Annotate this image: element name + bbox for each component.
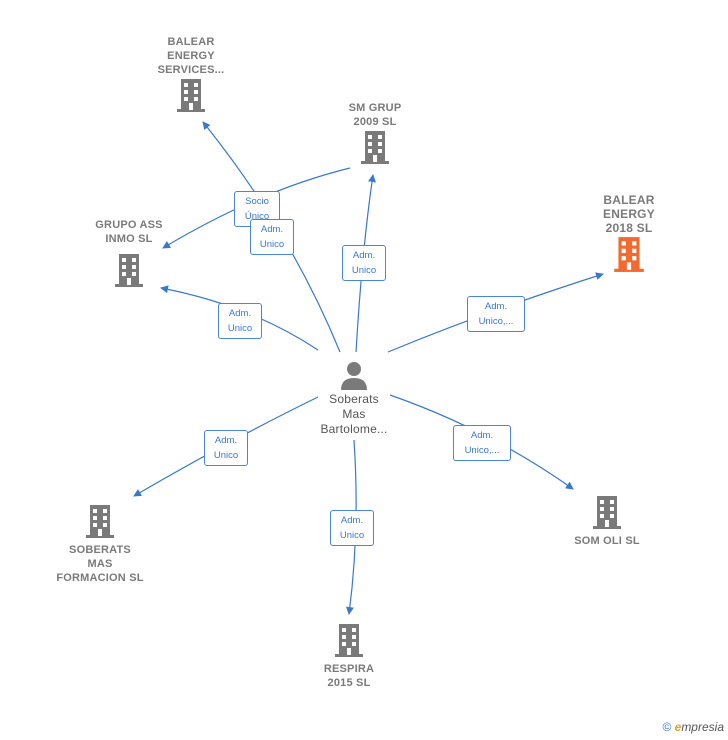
building-icon: [361, 131, 389, 164]
edge-label-adm-unico[interactable]: Adm. Unico: [330, 510, 374, 546]
edge-label-adm-unico[interactable]: Adm. Unico,...: [453, 425, 511, 461]
company-sm-grup[interactable]: SM GRUP 2009 SL: [330, 101, 420, 165]
company-soberats-mas-formacion[interactable]: SOBERATS MAS FORMACION SL: [50, 503, 150, 585]
company-balear-energy-2018[interactable]: BALEAR ENERGY 2018 SL: [586, 193, 672, 273]
company-balear-energy-services[interactable]: BALEAR ENERGY SERVICES...: [146, 35, 236, 113]
company-name: RESPIRA 2015 SL: [323, 663, 375, 689]
company-name: SOBERATS MAS FORMACION SL: [56, 544, 144, 584]
company-name: BALEAR ENERGY 2018 SL: [603, 193, 655, 235]
company-name: SM GRUP 2009 SL: [348, 102, 402, 128]
building-icon: [115, 254, 143, 287]
edge-label-adm-unico[interactable]: Adm. Unico,...: [467, 296, 525, 332]
edge-label-adm-unico[interactable]: Adm. Unico: [218, 303, 262, 339]
person-name: Soberats Mas Bartolome...: [320, 392, 388, 436]
brand-e: e: [674, 720, 682, 734]
building-icon: [593, 496, 621, 529]
building-icon: [335, 624, 363, 657]
edge-label-adm-unico[interactable]: Adm. Unico: [250, 219, 294, 255]
building-icon: [86, 505, 114, 538]
company-name: SOM OLI SL: [574, 535, 640, 547]
company-name: GRUPO ASS INMO SL: [95, 219, 163, 245]
person-icon: [341, 362, 367, 390]
company-som-oli[interactable]: SOM OLI SL: [562, 494, 652, 548]
company-grupo-ass-inmo[interactable]: GRUPO ASS INMO SL: [84, 218, 174, 288]
building-icon: [177, 79, 205, 112]
brand-rest: mpresia: [681, 720, 724, 734]
person-soberats-mas-bartolome[interactable]: Soberats Mas Bartolome...: [306, 360, 402, 437]
edge-label-adm-unico[interactable]: Adm. Unico: [204, 430, 248, 466]
company-name: BALEAR ENERGY SERVICES...: [157, 36, 225, 76]
copyright-symbol: ©: [662, 720, 672, 734]
edge-label-adm-unico[interactable]: Adm. Unico: [342, 245, 386, 281]
empresia-logo[interactable]: © empresia: [662, 720, 724, 734]
building-icon: [614, 237, 644, 272]
company-respira[interactable]: RESPIRA 2015 SL: [304, 622, 394, 690]
